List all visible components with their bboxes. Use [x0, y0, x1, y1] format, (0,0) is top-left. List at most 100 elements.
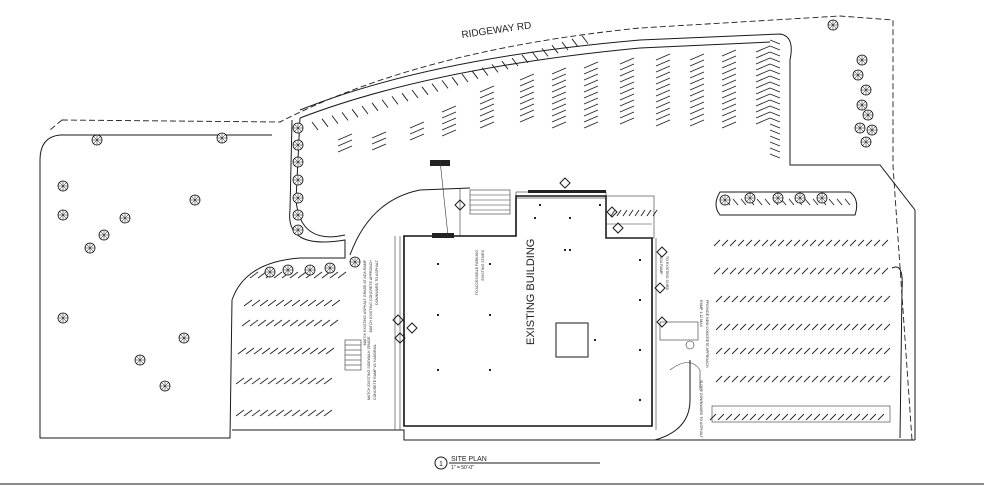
column-dot [539, 204, 541, 206]
stall-row-west-6 [235, 409, 333, 417]
stall-column-1 [337, 133, 353, 153]
stall-row-east-2 [713, 267, 889, 275]
tree-icon [264, 266, 276, 278]
annotation-notes: MATCH EXISTING ASPHALT GRADE AT ADA RAMP… [363, 249, 709, 438]
keynote-markers [392, 177, 668, 344]
keynote-diamond-icon [392, 314, 404, 326]
keynote-diamond-icon [656, 316, 668, 328]
note-4: TO ACCESSIBLE PARKING [475, 250, 479, 295]
stall-column-2 [371, 131, 387, 151]
column-dot [569, 249, 571, 251]
ridgeway-road-curb [299, 33, 916, 440]
tree-icon [178, 332, 190, 344]
tree-icon [292, 174, 304, 186]
parking-lot-edge [231, 119, 346, 301]
crosswalk [432, 233, 454, 238]
tree-icon [216, 132, 228, 144]
tree-icon [719, 194, 731, 206]
tree-icon [292, 192, 304, 204]
tree-icon [292, 209, 304, 221]
ada-ramp-west [344, 339, 362, 371]
tree-icon [57, 180, 69, 192]
tree-icon [866, 124, 878, 136]
tree-icon [856, 99, 868, 111]
column-dot [437, 314, 439, 316]
note-6: ADA RAMP [659, 256, 663, 275]
column-dot [564, 249, 566, 251]
note-11: SLOPE DOWNWARD TO ASPHALT [699, 380, 703, 439]
keynote-diamond-icon [612, 222, 624, 234]
stall-column-10 [655, 53, 671, 127]
note-7: TO EXISTING CURB [665, 256, 669, 290]
tree-icon [862, 109, 874, 121]
stall-column-11 [689, 53, 705, 127]
note-1: MATCH EXISTING ASPHALT GRADE AT ADA RAMP [363, 259, 367, 345]
tree-icon [292, 122, 304, 134]
stall-row-east-5 [715, 347, 891, 355]
column-dot [639, 259, 641, 261]
right-island-curb [715, 191, 858, 216]
left-lawn-outline [39, 134, 272, 439]
stall-column-12 [721, 49, 737, 129]
stall-row-east-6 [715, 375, 891, 383]
column-dot [639, 399, 641, 401]
note-2: MATCH EXISTING CONCRETE APPROACH [369, 260, 373, 333]
building-label: EXISTING BUILDING [525, 239, 537, 345]
parking-stalls [235, 35, 891, 421]
entry-stairs [469, 189, 511, 215]
keynote-diamond-icon [606, 206, 618, 218]
stall-row-west-3 [241, 319, 339, 327]
column-dot [599, 204, 601, 206]
keynote-diamond-icon [454, 199, 466, 211]
tree-icon [292, 156, 304, 168]
tree-icon [91, 134, 103, 146]
column-dot [489, 314, 491, 316]
tree-icon [159, 380, 171, 392]
tree-icon [119, 212, 131, 224]
note-8: RAMP 1:12 MAX [699, 300, 703, 328]
tree-icon [349, 256, 361, 268]
tree-icon [860, 84, 872, 96]
trees-group [57, 19, 878, 392]
tree-icon [292, 139, 304, 151]
road-label: RIDGEWAY RD [461, 20, 532, 41]
stall-row-east-top [769, 39, 781, 159]
tree-icon [189, 194, 201, 206]
tree-icon [57, 209, 69, 221]
stall-column-3 [409, 121, 425, 141]
note-12: PROVIDE NEW CONCRETE APPROACH [705, 300, 709, 368]
column-dot [639, 349, 641, 351]
keynote-diamond-icon [559, 177, 571, 189]
column-dot [594, 339, 596, 341]
tree-icon [827, 19, 839, 31]
note-9: MATCH EXISTING SIDEWALK GRADE [367, 336, 371, 400]
title-number: 1 [439, 461, 443, 468]
stall-row-road [311, 35, 589, 131]
tree-icon [324, 262, 336, 274]
upper-island-curb [349, 187, 471, 256]
stall-column-8 [583, 61, 599, 129]
stall-column-13 [755, 45, 771, 125]
stall-row-east-1 [713, 239, 889, 247]
tree-icon [57, 312, 69, 324]
stall-row-west-4 [237, 347, 335, 355]
keynote-diamond-icon [406, 322, 418, 334]
stall-row-east-4 [715, 323, 891, 331]
stall-column-5 [479, 85, 495, 129]
keynote-diamond-icon [394, 332, 406, 344]
tree-icon [304, 264, 316, 276]
stall-column-4 [441, 105, 457, 137]
building-courtyard [555, 322, 589, 358]
keynote-diamond-icon [654, 282, 666, 294]
tree-icon [794, 192, 806, 204]
stall-column-7 [551, 67, 567, 129]
column-dot [489, 263, 491, 265]
stall-row-west-5 [235, 377, 333, 385]
column-dot [489, 369, 491, 371]
tree-icon [852, 69, 864, 81]
plan-scale: 1" = 50'-0" [451, 465, 474, 471]
tree-icon [772, 192, 784, 204]
tree-icon [860, 136, 872, 148]
tree-icon [856, 54, 868, 66]
